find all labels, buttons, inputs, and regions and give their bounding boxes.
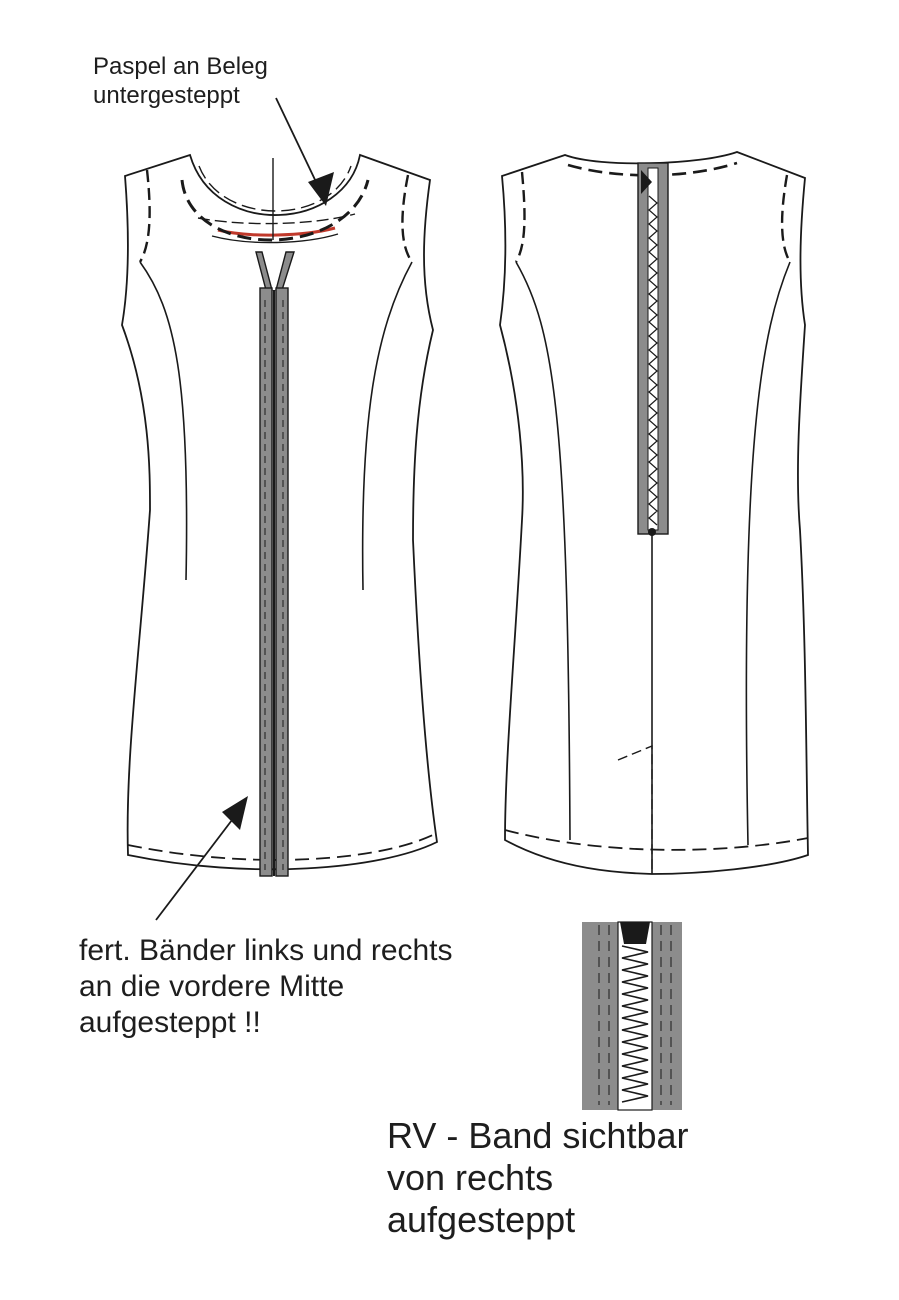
zipper-teeth-path [621,945,649,1103]
piping-arrow-line [275,97,319,187]
piping-annotation-line1: Paspel an Beleg [93,53,268,80]
tapes-annotation-line1: fert. Bänder links und rechts [79,934,453,967]
front-facing-line [198,165,352,212]
zipper-annotation-line2: von rechts [387,1157,554,1198]
back-zipper-teeth [648,195,658,526]
tapes-annotation-line2: an die vordere Mitte [79,970,345,1003]
tapes-arrow-line [155,819,233,921]
zipper-annotation-line1: RV - Band sichtbar [387,1115,689,1156]
zipper-annotation: RV - Band sichtbar von rechts aufgestepp… [387,1115,688,1241]
front-tape-right [275,287,289,877]
piping-annotation-line2: untergesteppt [93,82,240,109]
front-left-princess-seam [139,261,188,581]
back-left-armhole-stitch [514,171,526,263]
front-center-tapes [255,251,295,877]
tapes-annotation-line3: aufgesteppt !! [79,1006,261,1039]
detail-zipper-pull-icon [620,922,650,944]
zipper-pull-icon [641,170,652,194]
tapes-arrow-head-icon [222,796,248,830]
zipper-detail [582,921,682,1111]
zipper-annotation-line3: aufgesteppt [387,1199,576,1240]
piping-arrow-head-icon [308,172,334,206]
piping-annotation: Paspel an Beleg untergesteppt [93,52,268,110]
front-right-princess-seam [361,261,413,591]
front-tape-left [259,287,273,877]
back-vent-stitch [617,744,653,874]
front-right-armhole-stitch [401,174,413,263]
back-right-armhole-stitch [780,174,792,263]
front-left-armhole-stitch [138,169,151,263]
tapes-annotation: fert. Bänder links und rechts an die vor… [79,933,453,1041]
annotation-arrows [155,97,334,921]
zipper-stop [648,528,656,536]
front-neck-topstitch [180,179,370,242]
back-zipper [637,162,669,536]
back-hem-stitch [504,829,809,851]
zipper-teeth-path [648,195,658,526]
front-hem-stitch [127,832,438,861]
back-left-princess-seam [515,261,571,841]
front-neck-facing-seam [197,213,356,225]
back-right-princess-seam [745,261,791,846]
detail-zipper-teeth [621,945,649,1103]
